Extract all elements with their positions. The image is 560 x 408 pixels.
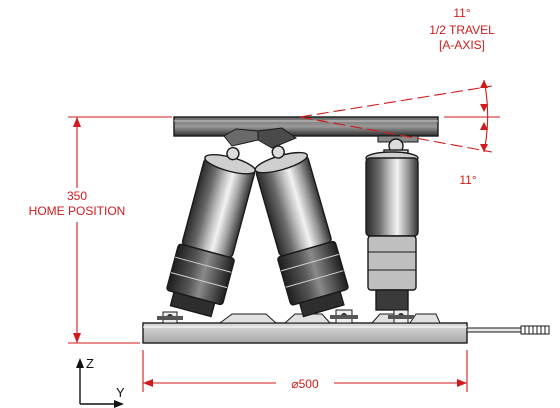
actuator-right xyxy=(365,138,419,311)
height-value-label: 350 xyxy=(67,189,87,203)
tilt-top-angle-label: 11° xyxy=(453,6,470,20)
cable xyxy=(466,327,524,333)
height-dimension: 350 HOME POSITION xyxy=(29,116,172,344)
diameter-label: ⌀500 xyxy=(291,377,319,391)
tilt-bottom-angle-label: 11° xyxy=(459,173,476,187)
y-axis-label: Y xyxy=(116,385,125,400)
diameter-dimension: ⌀500 xyxy=(142,350,468,392)
cable-connector xyxy=(520,325,550,335)
z-axis-label: Z xyxy=(86,356,94,371)
actuator-middle xyxy=(254,145,349,318)
height-caption-label: HOME POSITION xyxy=(29,204,126,218)
actuator-left xyxy=(166,146,256,318)
base-joints xyxy=(157,309,414,324)
tilt-dimension: 11° 1/2 TRAVEL [A-AXIS] 11° xyxy=(299,6,500,187)
tilt-caption-line-2: [A-AXIS] xyxy=(439,38,485,52)
base-plate xyxy=(142,313,550,344)
coordinate-axes: Z Y xyxy=(76,356,125,408)
tilt-caption-line-1: 1/2 TRAVEL xyxy=(429,23,495,37)
